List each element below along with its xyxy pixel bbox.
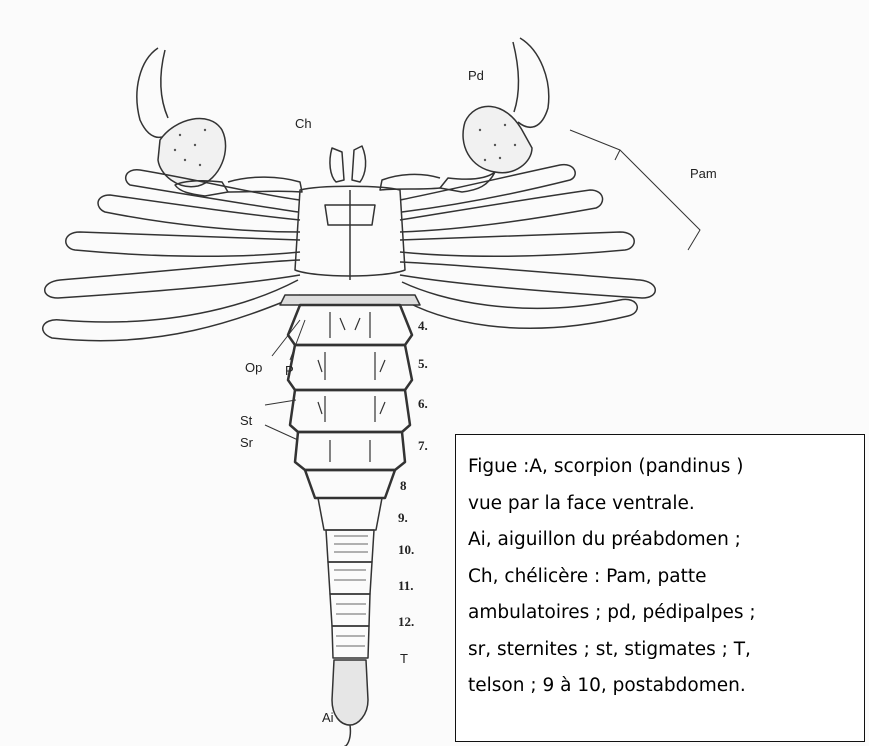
telson bbox=[332, 660, 368, 725]
caption-line: Figue :A, scorpion (pandinus ) bbox=[468, 449, 852, 486]
caption-line: Ch, chélicère : Pam, patte bbox=[468, 559, 852, 596]
label-seg5: 5. bbox=[418, 356, 428, 371]
label-seg6: 6. bbox=[418, 396, 428, 411]
label-pd: Pd bbox=[468, 68, 484, 83]
label-st: St bbox=[240, 413, 253, 428]
right-pedipalp bbox=[380, 38, 549, 192]
label-seg4: 4. bbox=[418, 318, 428, 333]
aculeus bbox=[344, 725, 350, 746]
chelicera-right bbox=[352, 146, 366, 182]
mesosoma bbox=[288, 305, 412, 498]
right-legs bbox=[400, 165, 655, 329]
label-seg10: 10. bbox=[398, 542, 414, 557]
label-sr: Sr bbox=[240, 435, 254, 450]
label-p: P bbox=[285, 363, 294, 378]
caption-line: ambulatoires ; pd, pédipalpes ; bbox=[468, 595, 852, 632]
label-pam: Pam bbox=[690, 166, 717, 181]
label-op: Op bbox=[245, 360, 262, 375]
caption-line: sr, sternites ; st, stigmates ; T, bbox=[468, 632, 852, 669]
chelicera-left bbox=[330, 148, 344, 182]
caption-box: Figue :A, scorpion (pandinus ) vue par l… bbox=[455, 434, 865, 742]
metasoma bbox=[318, 498, 382, 658]
label-seg12: 12. bbox=[398, 614, 414, 629]
left-legs bbox=[43, 170, 300, 341]
label-seg8: 8 bbox=[400, 478, 407, 493]
label-seg11: 11. bbox=[398, 578, 414, 593]
label-t: T bbox=[400, 651, 408, 666]
label-ai: Ai bbox=[322, 710, 334, 725]
label-ch: Ch bbox=[295, 116, 312, 131]
caption-line: Ai, aiguillon du préabdomen ; bbox=[468, 522, 852, 559]
label-seg9: 9. bbox=[398, 510, 408, 525]
label-seg7: 7. bbox=[418, 438, 428, 453]
caption-line: vue par la face ventrale. bbox=[468, 486, 852, 523]
caption-line: telson ; 9 à 10, postabdomen. bbox=[468, 668, 852, 705]
